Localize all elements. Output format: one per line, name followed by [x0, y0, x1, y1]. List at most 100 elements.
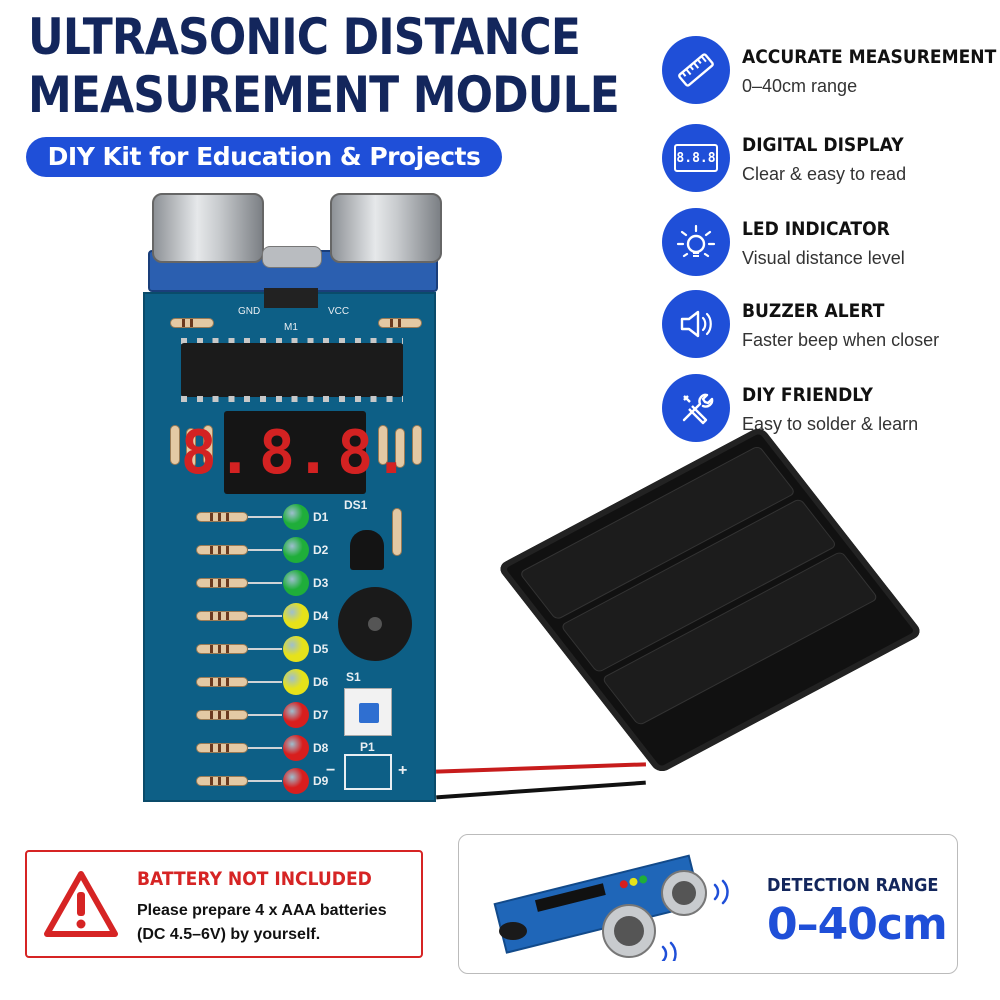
microcontroller-chip — [181, 343, 403, 397]
feature-desc: Faster beep when closer — [742, 330, 940, 350]
resistor — [378, 318, 422, 328]
led-label: D6 — [313, 675, 329, 689]
resistor-lead — [248, 582, 282, 584]
display-digit: 8. — [258, 417, 332, 488]
warning-line-2: (DC 4.5–6V) by yourself. — [137, 926, 321, 943]
ds1-label: DS1 — [344, 498, 368, 512]
led-label: D5 — [313, 642, 329, 656]
led-label: D4 — [313, 609, 329, 623]
resistor — [170, 425, 180, 465]
resistor — [170, 318, 214, 328]
feature-title: DIGITAL DISPLAY — [742, 134, 904, 156]
page-title-line2: MEASUREMENT MODULE — [28, 66, 620, 124]
detection-range-panel: DETECTION RANGE 0–40cm — [458, 834, 958, 974]
resistor-lead — [248, 516, 282, 518]
resistor-lead — [248, 681, 282, 683]
led-resistor — [196, 611, 248, 621]
crystal-oscillator — [262, 246, 322, 268]
subtitle-badge: DIY Kit for Education & Projects — [26, 137, 502, 177]
power-connector — [344, 754, 392, 790]
led-label: D9 — [313, 774, 329, 788]
resistor — [412, 425, 422, 465]
resistor — [378, 425, 388, 465]
led-d1 — [283, 504, 309, 530]
feature-title: BUZZER ALERT — [742, 300, 885, 322]
resistor-lead — [248, 747, 282, 749]
resistor-lead — [248, 714, 282, 716]
minus-label: − — [326, 762, 336, 779]
feature-title: LED INDICATOR — [742, 218, 890, 240]
resistor — [186, 428, 196, 468]
ultrasonic-transducer-right — [330, 193, 442, 263]
detection-range-value: 0–40cm — [767, 899, 948, 950]
ultrasonic-transducer-left — [152, 193, 264, 263]
led-d2 — [283, 537, 309, 563]
resistor-lead — [248, 780, 282, 782]
led-resistor — [196, 776, 248, 786]
led-label: D1 — [313, 510, 329, 524]
red-wire — [435, 762, 647, 774]
s1-label: S1 — [346, 670, 361, 684]
page-title-line1: ULTRASONIC DISTANCE — [28, 8, 581, 66]
gnd-label: GND — [238, 306, 261, 317]
led-label: D2 — [313, 543, 329, 557]
seven-segment-display: 8. 8. 8. — [181, 411, 409, 494]
warning-triangle-icon — [44, 871, 118, 937]
led-resistor — [196, 578, 248, 588]
sensor-illustration — [493, 854, 729, 961]
led-d7 — [283, 702, 309, 728]
feature-title: ACCURATE MEASUREMENT — [742, 46, 997, 68]
vcc-label: VCC — [328, 306, 350, 317]
resistor-lead — [248, 615, 282, 617]
display-icon-digits: 8.8.8 — [674, 144, 718, 172]
led-d3 — [283, 570, 309, 596]
led-label: D8 — [313, 741, 329, 755]
led-d4 — [283, 603, 309, 629]
led-resistor — [196, 710, 248, 720]
buzzer — [338, 587, 412, 661]
battery-warning: BATTERY NOT INCLUDED Please prepare 4 x … — [25, 850, 423, 958]
feature-accurate-measurement: ACCURATE MEASUREMENT 0–40cm range — [660, 36, 996, 106]
led-label: D7 — [313, 708, 329, 722]
detection-range-title: DETECTION RANGE — [767, 875, 939, 896]
p1-label: P1 — [360, 740, 375, 754]
warning-line-1: Please prepare 4 x AAA batteries — [137, 902, 387, 919]
warning-title: BATTERY NOT INCLUDED — [137, 868, 372, 890]
display-digit: 8. — [337, 417, 410, 488]
feature-desc: Clear & easy to read — [742, 164, 907, 184]
feature-led-indicator: LED INDICATOR Visual distance level — [660, 208, 990, 278]
led-resistor — [196, 644, 248, 654]
resistor-lead — [248, 648, 282, 650]
feature-desc: Easy to solder & learn — [742, 414, 919, 434]
led-d6 — [283, 669, 309, 695]
led-resistor — [196, 677, 248, 687]
resistor — [392, 508, 402, 556]
speaker-icon — [662, 290, 730, 358]
resistor — [203, 425, 213, 465]
chip-pins-bottom — [181, 396, 403, 402]
plus-label: + — [398, 762, 408, 779]
header-pins — [264, 288, 318, 308]
power-switch — [344, 688, 392, 736]
led-sun-icon — [662, 208, 730, 276]
led-resistor — [196, 512, 248, 522]
feature-buzzer-alert: BUZZER ALERT Faster beep when closer — [660, 290, 990, 360]
digital-display-icon: 8.8.8 — [662, 124, 730, 192]
black-wire — [436, 780, 646, 800]
feature-desc: 0–40cm range — [742, 76, 858, 96]
led-d5 — [283, 636, 309, 662]
m1-label: M1 — [284, 322, 298, 333]
resistor-lead — [248, 549, 282, 551]
led-d8 — [283, 735, 309, 761]
feature-digital-display: 8.8.8 DIGITAL DISPLAY Clear & easy to re… — [660, 124, 990, 194]
resistor — [395, 428, 405, 468]
feature-title: DIY FRIENDLY — [742, 384, 873, 406]
display-digit: 8. — [180, 417, 253, 488]
feature-diy-friendly: DIY FRIENDLY Easy to solder & learn — [660, 374, 990, 444]
led-label: D3 — [313, 576, 329, 590]
tools-icon — [662, 374, 730, 442]
led-d9 — [283, 768, 309, 794]
battery-holder — [496, 425, 924, 775]
led-resistor — [196, 545, 248, 555]
led-resistor — [196, 743, 248, 753]
